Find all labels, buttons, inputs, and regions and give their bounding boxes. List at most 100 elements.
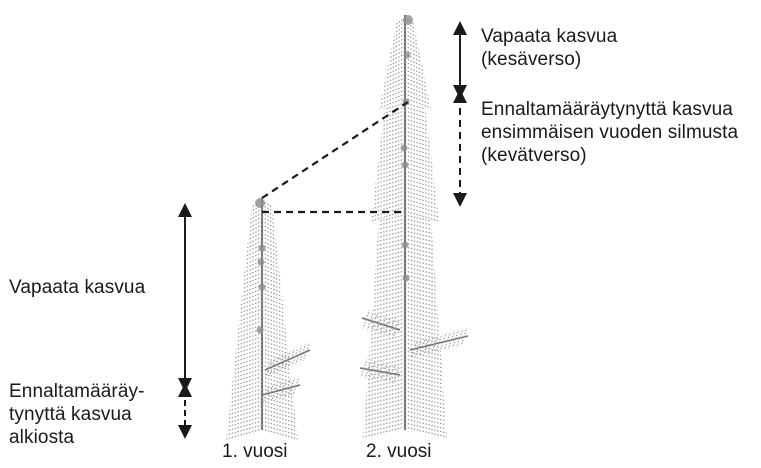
needle <box>384 326 387 335</box>
needle <box>395 26 405 33</box>
needle <box>374 187 405 196</box>
needle <box>389 54 405 62</box>
needle <box>374 283 405 290</box>
bud <box>403 275 410 282</box>
needle <box>405 303 438 311</box>
needle <box>262 229 275 236</box>
needle <box>250 217 262 223</box>
needle <box>251 209 262 215</box>
needle <box>405 42 419 49</box>
needle <box>248 233 262 240</box>
needle <box>375 263 405 270</box>
needle <box>405 379 443 388</box>
needle <box>405 191 436 200</box>
year-2-label: 2. vuosi <box>366 441 431 463</box>
needle <box>369 351 405 360</box>
needle <box>405 155 432 163</box>
needle <box>393 34 405 41</box>
needle <box>379 151 405 159</box>
needle <box>405 62 423 70</box>
needle <box>382 123 405 130</box>
needle <box>405 287 437 294</box>
needle <box>379 314 382 323</box>
needle <box>262 233 276 240</box>
needle <box>405 387 444 396</box>
needle <box>370 335 405 343</box>
needle <box>405 295 437 303</box>
needle <box>229 401 262 411</box>
needle <box>405 363 442 372</box>
label-free-growth-summer-line1: Vapaata kasvua <box>481 25 617 48</box>
needle <box>405 367 442 376</box>
needle <box>262 321 286 329</box>
needle <box>241 297 262 305</box>
needle <box>241 293 262 301</box>
needle <box>244 269 262 276</box>
needle <box>230 393 262 402</box>
needle <box>229 405 262 415</box>
bud <box>259 245 266 252</box>
needle <box>375 271 405 278</box>
needle <box>244 273 262 280</box>
needle <box>405 351 441 360</box>
needle <box>234 357 262 366</box>
needle <box>250 213 262 219</box>
needle <box>262 289 282 297</box>
needle <box>405 135 429 142</box>
needle <box>405 263 435 270</box>
label-predetermined-embryo: Ennaltamääräy- tynyttä kasvua alkiosta <box>9 380 145 449</box>
needle <box>367 321 370 330</box>
needle <box>262 409 296 419</box>
needle <box>405 279 436 286</box>
needle <box>405 183 435 192</box>
needle <box>240 301 262 309</box>
needle <box>262 301 284 309</box>
needle <box>262 257 279 264</box>
needle <box>405 403 445 413</box>
needle <box>380 363 383 372</box>
needle <box>235 349 262 358</box>
needle <box>405 335 440 343</box>
needle <box>405 66 424 74</box>
needle <box>405 147 431 155</box>
needle <box>405 123 428 130</box>
needle <box>381 131 405 138</box>
needle <box>249 221 262 227</box>
bud <box>258 259 265 266</box>
needle <box>262 333 287 341</box>
needle <box>385 373 388 382</box>
needle <box>405 82 427 91</box>
needle <box>262 261 279 268</box>
needle <box>364 360 367 369</box>
needle <box>405 163 433 171</box>
needle <box>386 66 405 74</box>
bud <box>404 52 411 59</box>
needle <box>373 195 405 204</box>
needle <box>262 305 284 313</box>
needle <box>392 38 405 45</box>
needle <box>366 310 369 319</box>
needle <box>262 405 295 415</box>
needle <box>375 183 405 192</box>
needle <box>262 309 284 317</box>
needle <box>262 253 278 260</box>
needle <box>367 379 405 388</box>
needle <box>235 353 262 362</box>
needle <box>380 139 405 146</box>
year-1-label: 1. vuosi <box>222 441 287 463</box>
needle <box>262 269 280 276</box>
needle <box>373 299 405 307</box>
needle <box>366 383 405 392</box>
needle <box>405 139 430 146</box>
needle <box>377 167 405 175</box>
needle <box>378 155 405 163</box>
needle <box>376 175 405 184</box>
needle <box>390 50 405 58</box>
needle <box>370 331 405 339</box>
needle <box>385 70 405 79</box>
needle <box>405 307 438 315</box>
needle <box>396 22 405 28</box>
seedling-year-1 <box>226 198 310 439</box>
needle <box>364 411 405 421</box>
label-free-growth-left-line1: Vapaata kasvua <box>9 276 145 299</box>
